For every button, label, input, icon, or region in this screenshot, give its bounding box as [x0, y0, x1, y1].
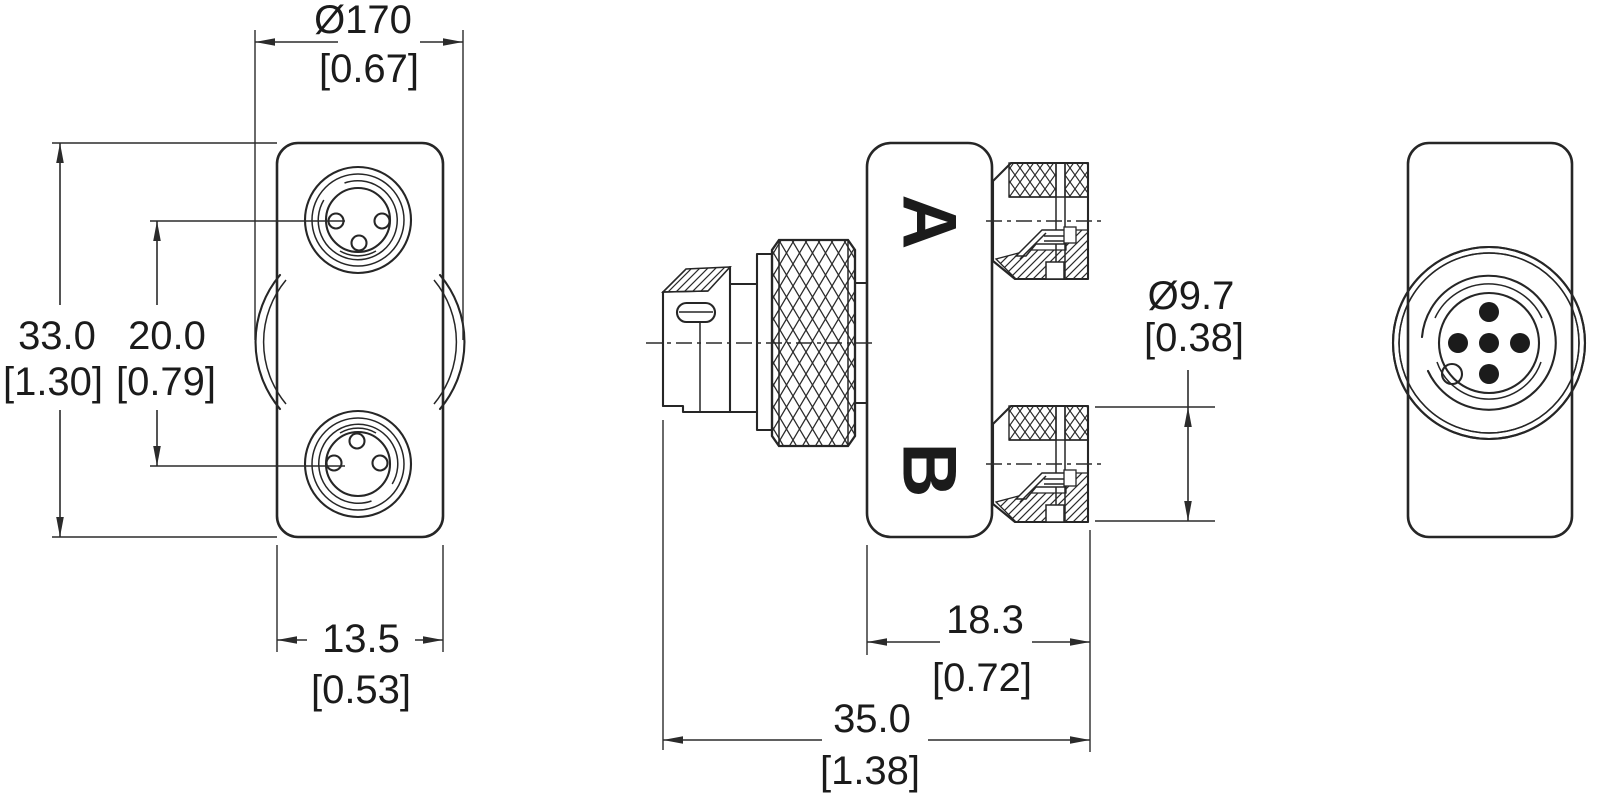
svg-text:Ø170: Ø170 [314, 0, 412, 42]
svg-text:18.3: 18.3 [946, 598, 1024, 642]
front-view [254, 141, 466, 539]
svg-text:13.5: 13.5 [322, 617, 400, 661]
dim-overall-length: 35.0 [1.38] [662, 420, 1090, 793]
svg-text:[1.30]: [1.30] [3, 360, 103, 404]
dim-body-width: 13.5 [0.53] [276, 545, 444, 712]
splitter-body [865, 141, 994, 539]
dim-coupling-diameter: Ø9.7 [0.38] [1095, 274, 1244, 522]
dim-overall-height: 33.0 [1.30] [3, 142, 277, 538]
m12-plug-tip [661, 252, 774, 432]
dim-port-section-length: 18.3 [0.72] [866, 530, 1091, 752]
port-a-label: A [887, 195, 972, 250]
svg-text:[0.72]: [0.72] [932, 656, 1032, 700]
svg-text:[0.79]: [0.79] [116, 360, 216, 404]
side-port-a [984, 161, 1108, 281]
svg-text:[0.67]: [0.67] [319, 47, 419, 91]
svg-text:[1.38]: [1.38] [820, 749, 920, 793]
dim-port-spacing: 20.0 [0.79] [116, 220, 345, 467]
svg-text:[0.38]: [0.38] [1144, 316, 1244, 360]
side-view: A B [646, 141, 1108, 539]
side-port-b [984, 404, 1108, 524]
keyway-notch [1440, 362, 1464, 386]
rear-view [1391, 141, 1587, 539]
svg-text:20.0: 20.0 [128, 314, 206, 358]
svg-text:[0.53]: [0.53] [311, 668, 411, 712]
svg-text:33.0: 33.0 [18, 314, 96, 358]
svg-text:Ø9.7: Ø9.7 [1148, 274, 1235, 318]
coupling-nut [770, 238, 857, 448]
dimensions: Ø170 [0.67] 33.0 [1.30] 20.0 [0.79] [3, 0, 1244, 793]
svg-text:35.0: 35.0 [833, 697, 911, 741]
m12-pins [1448, 302, 1530, 384]
front-port-a-face [303, 165, 413, 275]
dim-flange-diameter: Ø170 [0.67] [254, 0, 464, 340]
port-b-label: B [887, 443, 972, 498]
front-port-b-face [303, 409, 413, 519]
